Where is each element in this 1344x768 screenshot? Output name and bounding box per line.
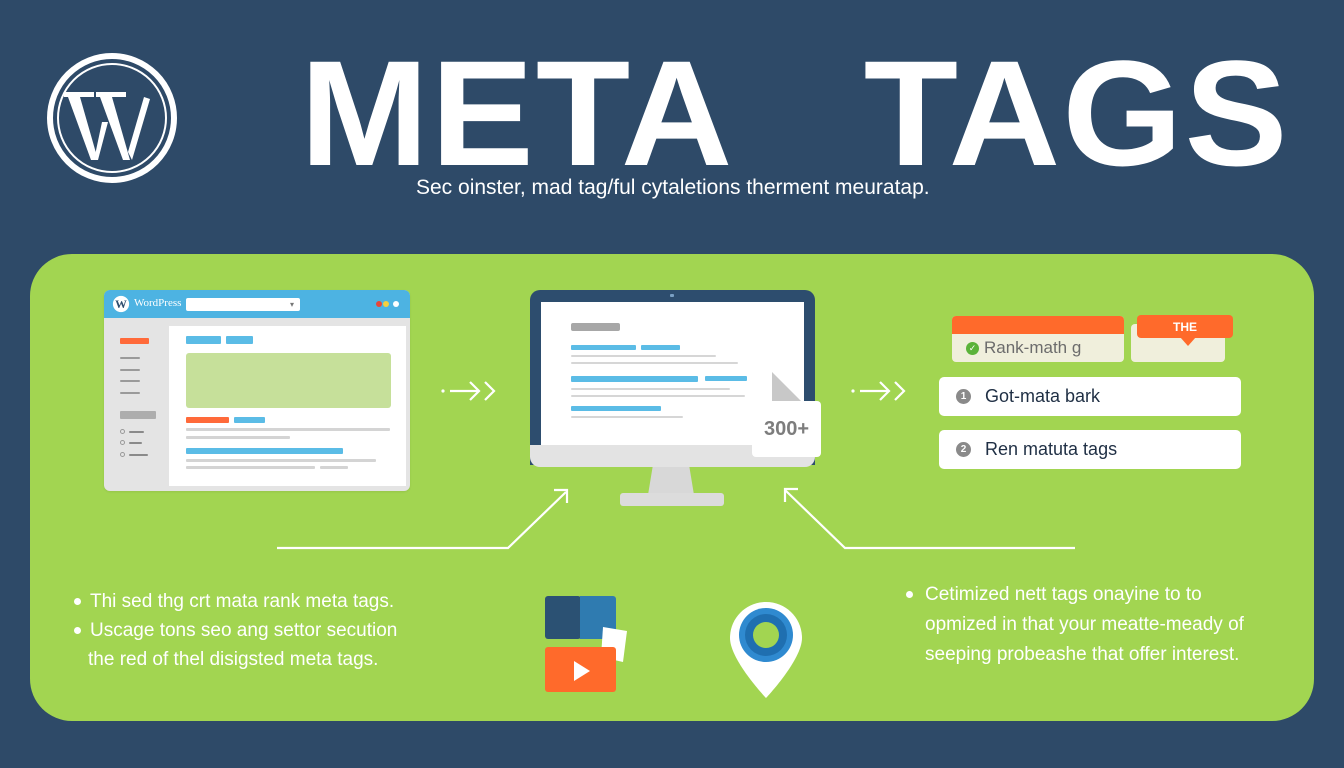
rank-math-card[interactable]: ✓ Rank-math g [952,316,1124,362]
screen-link [571,376,698,382]
sidebar-item [120,357,140,359]
bullet-dot-icon [906,591,913,598]
subtitle: Sec oinster, mad tag/ful cytaletions the… [416,176,930,199]
browser-sidebar [104,318,164,491]
text-line [186,459,376,462]
step-number-icon: 2 [956,442,971,457]
flow-arrow-icon [438,376,500,412]
step-number-icon: 1 [956,389,971,404]
bullet-text: Thi sed thg crt mata rank meta tags. [90,591,395,612]
rank-math-label-wrap: ✓ Rank-math g [966,338,1081,358]
browser-address-bar[interactable]: ▾ [186,298,300,311]
bullet-text: seeping probeashe that offer interest. [925,644,1240,665]
left-bullet-list: Thi sed thg crt mata rank meta tags. Usc… [74,587,397,674]
connector-lines [277,487,1075,550]
text-line [186,466,315,469]
text-line [571,388,730,390]
window-dot-settings[interactable] [393,301,399,307]
step-item-2[interactable]: 2 Ren matuta tags [939,430,1241,469]
flow-arrow-icon [848,376,910,412]
radio-icon [120,440,125,445]
sidebar-item [129,454,148,456]
step-label: Got-mata bark [985,386,1101,406]
sidebar-item [129,442,142,444]
bullet-text: the red of thel disigsted meta tags. [88,649,379,670]
text-line [571,395,745,397]
bullet-text: Cetimized nett tags onayine to to [925,584,1202,605]
right-bullet-list: Cetimized nett tags onayine to to opmize… [906,580,1244,670]
browser-brand: WordPress [134,297,182,309]
check-icon: ✓ [966,341,979,355]
wordpress-logo-icon: W [112,295,130,313]
screen-link [571,406,661,411]
screen-link [641,345,680,350]
bullet-item: Thi sed thg crt mata rank meta tags. [74,587,397,616]
count-badge: 300+ [752,401,821,457]
content-tag [234,417,265,423]
text-line [571,362,738,364]
text-line [320,466,348,469]
monitor-stand [648,467,694,495]
wordpress-logo-icon [47,53,177,183]
sidebar-active-item [120,338,149,344]
sidebar-block [120,411,156,419]
content-hero-image [186,353,391,408]
text-line [186,428,390,431]
sidebar-item [129,431,144,433]
bullet-text: Uscage tons seo ang settor secution [90,620,398,641]
card-header-bar [952,316,1124,334]
step-label: Ren matuta tags [985,439,1118,459]
bullet-item-continuation: the red of thel disigsted meta tags. [74,645,397,674]
bullet-text: opmized in that your meatte-meady of [925,614,1244,635]
bullet-item: Cetimized nett tags onayine to to [906,580,1244,610]
monitor-mockup [530,290,815,465]
text-line [186,436,290,439]
screen-heading [571,323,620,331]
browser-mockup: W WordPress ▾ [104,290,410,491]
bullet-item: Uscage tons seo ang settor secution [74,616,397,645]
text-line [571,355,716,357]
monitor-base [620,493,724,506]
bullet-item-continuation: seeping probeashe that offer interest. [906,640,1244,670]
text-line [571,416,683,418]
window-dot-red[interactable] [376,301,382,307]
bullet-dot-icon [74,598,81,605]
content-link [186,448,343,454]
screen-link [705,376,747,381]
sidebar-item [120,392,140,394]
svg-text:W: W [115,298,127,311]
page-title: META TAGS [300,29,1290,197]
sidebar-item [120,380,140,382]
dropdown-arrow-icon: ▾ [289,300,294,309]
video-media-icon [545,596,627,692]
browser-toolbar: W WordPress ▾ [104,290,410,318]
tooltip-tail [1180,337,1196,346]
radio-icon [120,452,125,457]
sidebar-item [120,369,140,371]
step-item-1[interactable]: 1 Got-mata bark [939,377,1241,416]
window-dot-yellow[interactable] [383,301,389,307]
browser-content [169,326,406,486]
content-tag [226,336,253,344]
webcam-icon [670,294,674,297]
tooltip-badge: THE [1137,315,1233,338]
rank-math-label: Rank-math g [984,338,1082,357]
monitor-chin [530,445,815,467]
bullet-item-continuation: opmized in that your meatte-meady of [906,610,1244,640]
location-pin-icon [730,602,802,698]
content-tag [186,336,221,344]
bullet-dot-icon [74,627,81,634]
content-tag [186,417,229,423]
screen-link [571,345,636,350]
radio-icon [120,429,125,434]
